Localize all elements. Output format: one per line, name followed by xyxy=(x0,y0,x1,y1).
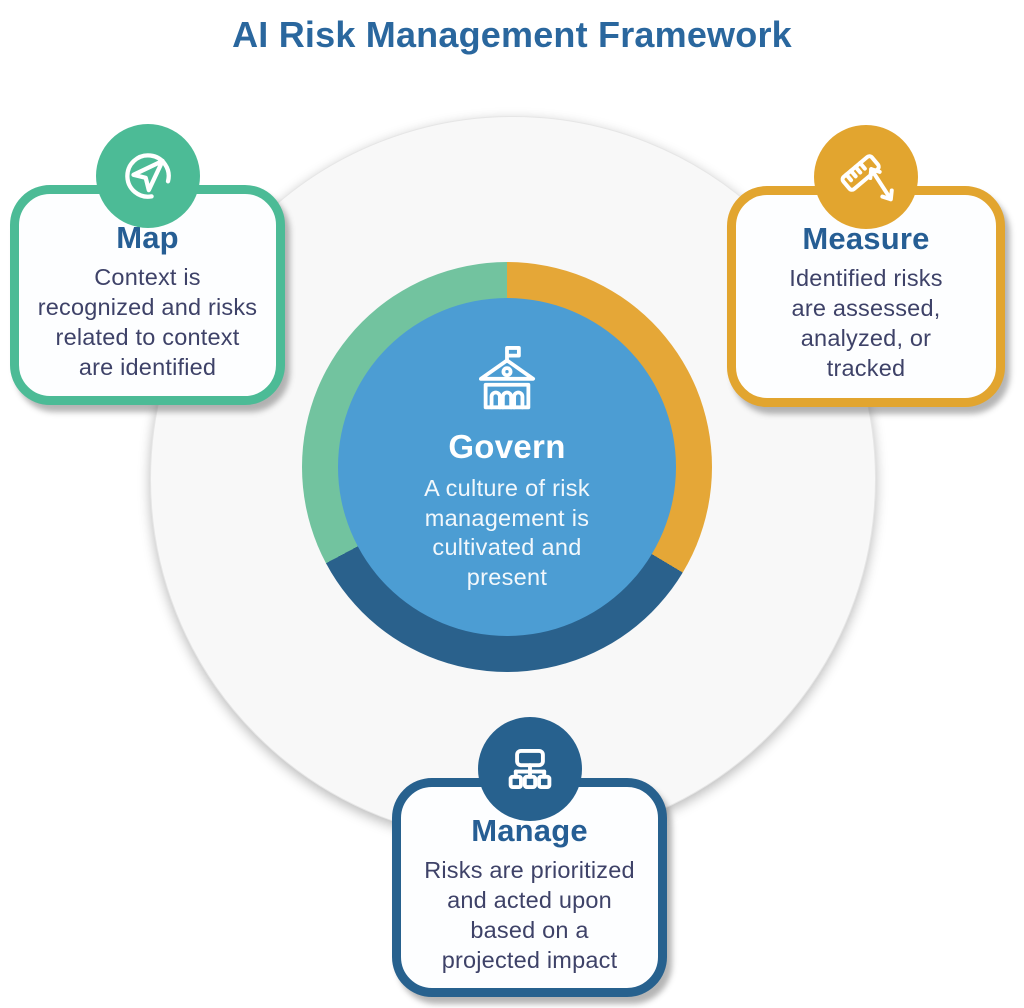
navigation-arrow-icon xyxy=(124,153,171,199)
page-title: AI Risk Management Framework xyxy=(232,14,792,55)
map-icon-circle xyxy=(95,124,200,228)
manage-card: Manage Risks are prioritized and acted u… xyxy=(392,717,667,997)
govern-circle: Govern A culture of risk management is c… xyxy=(338,298,676,636)
ruler-icon xyxy=(840,154,894,202)
govern-ring: Govern A culture of risk management is c… xyxy=(302,262,712,672)
measure-card: Measure Identified risks are assessed, a… xyxy=(727,125,1005,407)
manage-icon-circle xyxy=(477,717,582,821)
measure-icon-circle xyxy=(814,125,918,229)
map-card: Map Context is recognized and risks rela… xyxy=(10,124,285,405)
government-building-icon xyxy=(478,346,536,410)
map-card-body: Context is recognized and risks related … xyxy=(37,264,258,380)
manage-card-body: Risks are prioritized and acted upon bas… xyxy=(424,857,635,973)
flowchart-icon xyxy=(508,748,551,790)
govern-heading: Govern xyxy=(448,428,566,465)
govern-body: A culture of risk management is cultivat… xyxy=(424,475,590,590)
measure-card-body: Identified risks are assessed, analyzed,… xyxy=(789,265,943,381)
